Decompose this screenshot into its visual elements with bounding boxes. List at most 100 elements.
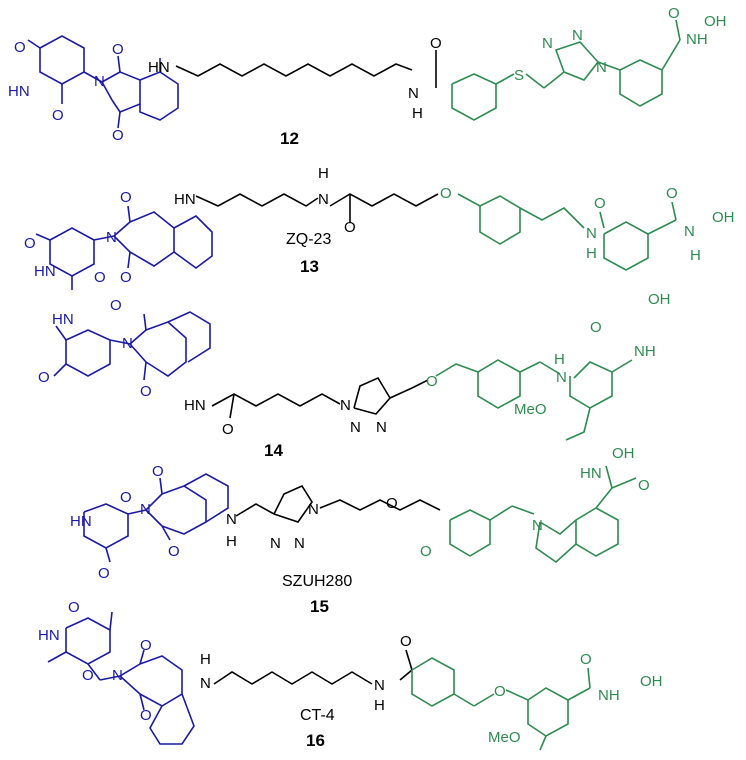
atom-nh: NH <box>686 31 708 48</box>
atom-o: O <box>120 489 132 506</box>
linker-13 <box>195 193 439 222</box>
atom-o: O <box>168 543 180 560</box>
atom-hn: HN <box>174 191 196 208</box>
atom-hn: HN <box>184 397 206 414</box>
atom-o: O <box>24 235 36 252</box>
atom-n: N <box>376 419 387 436</box>
atom-o: O <box>638 477 650 494</box>
atom-n: N <box>106 229 117 246</box>
atom-h: H <box>374 697 385 714</box>
atom-n: N <box>270 535 281 552</box>
compound-15: HN O O O N O N H N N N O O N HN OH O SZU… <box>70 445 650 616</box>
linker-15 <box>235 484 441 523</box>
atom-n: N <box>94 73 105 90</box>
compound-16: O HN O O N O H N N H O O O NH OH MeO CT-… <box>38 599 663 751</box>
compound-number-12: 12 <box>280 129 299 148</box>
atom-hn: HN <box>38 627 60 644</box>
atom-n: N <box>112 667 123 684</box>
atom-n: N <box>122 335 133 352</box>
atom-o: O <box>430 35 442 52</box>
atom-nh: NH <box>598 687 620 704</box>
atom-o: O <box>668 5 680 22</box>
pomalidomide-moiety-12 <box>27 35 179 129</box>
atom-nh: NH <box>634 343 656 360</box>
atom-n: N <box>572 27 583 44</box>
atom-h: H <box>200 651 211 668</box>
atom-o: O <box>140 637 152 654</box>
compound-name-15: SZUH280 <box>282 573 352 590</box>
atom-h: H <box>412 105 423 122</box>
atom-o: O <box>140 707 152 724</box>
atom-o: O <box>14 39 26 56</box>
compound-number-13: 13 <box>300 257 319 276</box>
atom-o: O <box>344 219 356 236</box>
compound-14: HN O O N O HN O N N N O N H O NH OH MeO … <box>38 291 671 460</box>
linker-16 <box>213 649 413 685</box>
hdac-moiety-15 <box>449 465 637 564</box>
atom-o: O <box>426 373 438 390</box>
atom-hn: HN <box>8 83 30 100</box>
hdac-moiety-14 <box>435 359 633 441</box>
atom-oh: OH <box>712 209 735 226</box>
atom-n: N <box>350 419 361 436</box>
atom-h: H <box>226 533 237 550</box>
compound-name-16: CT-4 <box>300 707 335 724</box>
hdac-moiety-13 <box>457 193 677 271</box>
compound-13: O HN O O N O HN H N O O N H O O N OH H Z… <box>24 165 735 290</box>
atom-o: O <box>140 383 152 400</box>
atom-o: O <box>38 369 50 386</box>
atom-o: O <box>590 319 602 336</box>
atom-oh: OH <box>612 445 635 462</box>
atom-hn: HN <box>148 59 170 76</box>
atom-n: N <box>318 191 329 208</box>
atom-h: H <box>318 165 329 182</box>
atom-n: N <box>308 501 319 518</box>
atom-o: O <box>420 543 432 560</box>
compound-number-14: 14 <box>264 441 283 460</box>
atom-o: O <box>110 297 122 314</box>
compound-12: O HN O O N O HN N H O S N N N O NH OH 12 <box>8 5 727 148</box>
atom-n: N <box>542 35 553 52</box>
atom-n: N <box>226 511 237 528</box>
compound-number-15: 15 <box>310 597 329 616</box>
atom-meo: MeO <box>514 401 547 418</box>
atom-n: N <box>556 369 567 386</box>
compound-name-13: ZQ-23 <box>286 231 331 248</box>
atom-o: O <box>152 463 164 480</box>
atom-h: H <box>586 245 597 262</box>
atom-o: O <box>52 107 64 124</box>
atom-meo: MeO <box>488 729 521 746</box>
atom-hn: HN <box>34 263 56 280</box>
atom-o: O <box>222 421 234 438</box>
linker-14 <box>211 376 429 419</box>
atom-o: O <box>386 495 398 512</box>
atom-o: O <box>94 269 106 286</box>
atom-n: N <box>294 535 305 552</box>
atom-oh: OH <box>640 673 663 690</box>
atom-nh: N <box>408 85 419 102</box>
pomalidomide-moiety-15 <box>83 473 229 563</box>
pomalidomide-moiety-13 <box>35 205 213 290</box>
atom-s: S <box>514 67 524 84</box>
atom-oh: OH <box>648 291 671 308</box>
atom-n: N <box>140 501 151 518</box>
atom-hn: HN <box>580 465 602 482</box>
atom-o: O <box>120 269 132 286</box>
atom-hn: HN <box>52 311 74 328</box>
atom-o: O <box>82 667 94 684</box>
atom-n: N <box>596 59 607 76</box>
atom-n: N <box>532 517 543 534</box>
atom-hn: HN <box>70 513 92 530</box>
atom-n: N <box>684 223 695 240</box>
atom-o: O <box>120 189 132 206</box>
atom-h: H <box>690 247 701 264</box>
compound-number-16: 16 <box>306 731 325 750</box>
atom-o: O <box>112 41 124 58</box>
pomalidomide-moiety-16 <box>47 611 195 745</box>
atom-o: O <box>580 651 592 668</box>
atom-n: N <box>586 225 597 242</box>
linker-12 <box>175 50 437 88</box>
hdac-moiety-12 <box>451 19 681 121</box>
